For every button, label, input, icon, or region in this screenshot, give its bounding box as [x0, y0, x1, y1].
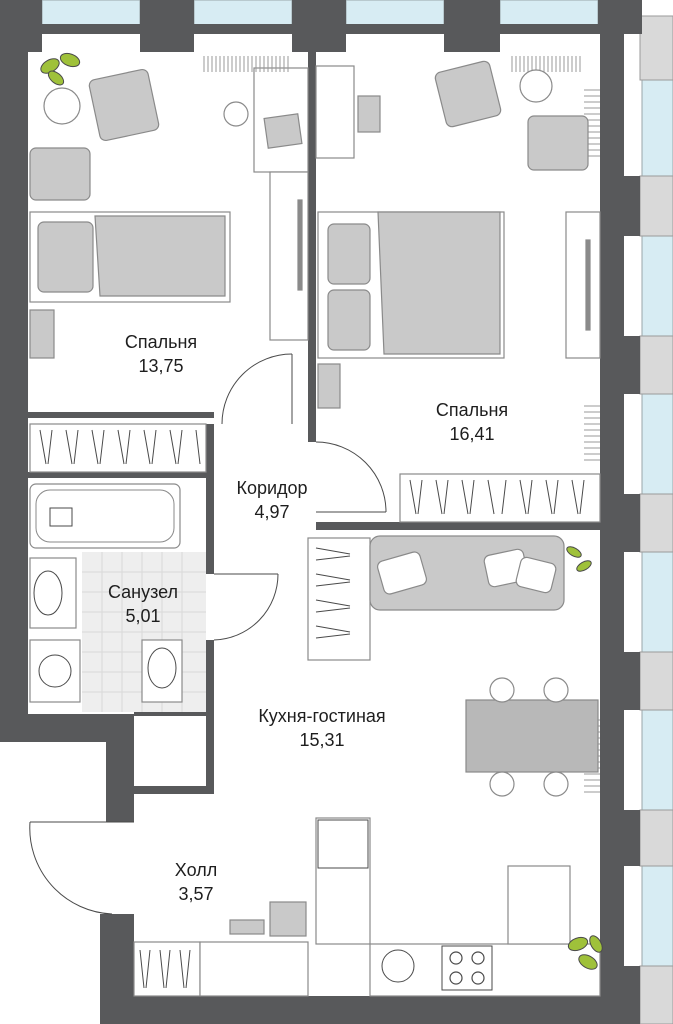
hob	[441, 945, 493, 991]
room-area-bedroom-large: 16,41	[449, 424, 494, 444]
window-right-3	[641, 393, 673, 495]
room-area-bedroom-small: 13,75	[138, 356, 183, 376]
wardrobe-2	[399, 473, 601, 523]
fridge	[317, 819, 369, 869]
wardrobe-1-hatch	[39, 429, 201, 465]
armchair	[527, 115, 589, 171]
round-table	[519, 69, 553, 103]
dining-table	[465, 699, 599, 773]
window-right-4	[641, 551, 673, 653]
room-area-bathroom: 5,01	[125, 606, 160, 626]
room-name-corridor: Коридор	[236, 478, 307, 498]
window-right-2	[641, 235, 673, 337]
armchair	[88, 68, 160, 142]
plant-icon	[40, 52, 81, 86]
bedside-table	[317, 363, 341, 409]
tv-console	[565, 211, 601, 359]
wardrobe-4	[199, 941, 309, 997]
wardrobe-1	[29, 423, 207, 473]
bedroom-large-furniture	[315, 60, 601, 523]
round-table	[43, 87, 81, 125]
room-labels: Спальня 13,75 Спальня 16,41 Коридор 4,97…	[108, 332, 508, 904]
windows	[41, 0, 673, 967]
room-name-hall: Холл	[175, 860, 217, 880]
window-top-1	[41, 0, 141, 27]
room-area-kitchen-living: 15,31	[299, 730, 344, 750]
bedside-table	[29, 309, 55, 359]
armchair	[29, 147, 91, 201]
hall-furniture	[133, 901, 309, 997]
bathroom-furniture	[29, 483, 206, 712]
desk	[315, 65, 355, 159]
room-area-hall: 3,57	[178, 884, 213, 904]
window-right-5	[641, 709, 673, 811]
hall-hatch	[139, 949, 191, 989]
room-name-bedroom-large: Спальня	[436, 400, 508, 420]
armchair	[434, 60, 502, 128]
wardrobe-3-hatch	[315, 547, 351, 639]
window-top-2	[193, 0, 293, 27]
facade-steps	[639, 15, 673, 1024]
bedroom-small-furniture	[29, 67, 309, 473]
kitchen-living-furniture	[307, 535, 601, 997]
doors	[29, 353, 387, 915]
wardrobe-3	[307, 537, 371, 661]
shoe-rack	[133, 941, 201, 997]
room-area-corridor: 4,97	[254, 502, 289, 522]
pouf	[269, 901, 307, 937]
plant-icon	[566, 546, 603, 970]
room-name-bedroom-small: Спальня	[125, 332, 197, 352]
window-top-4	[499, 0, 599, 27]
room-name-kitchen-living: Кухня-гостиная	[258, 706, 385, 726]
window-right-1	[641, 79, 673, 177]
walls	[0, 0, 642, 1024]
window-right-6	[641, 865, 673, 967]
window-top-3	[345, 0, 445, 27]
wardrobe-2-hatch	[409, 479, 585, 515]
room-name-bathroom: Санузел	[108, 582, 178, 602]
